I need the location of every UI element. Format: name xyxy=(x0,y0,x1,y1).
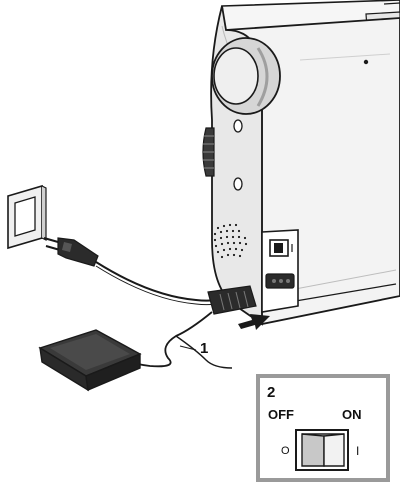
tension-dial-icon xyxy=(203,128,214,176)
switch-inset: 2 OFF ON O I xyxy=(258,376,388,480)
switch-on-symbol: I xyxy=(356,444,359,458)
handwheel-icon xyxy=(212,38,280,114)
wall-outlet-icon xyxy=(8,186,46,248)
callout-2-label: 2 xyxy=(267,384,275,401)
power-socket-icon[interactable] xyxy=(266,274,294,288)
power-switch-icon[interactable] xyxy=(270,240,292,256)
callout-1-label: 1 xyxy=(200,340,208,357)
switch-off-symbol: O xyxy=(281,445,290,457)
power-cord xyxy=(96,262,226,301)
sewing-machine-icon xyxy=(203,0,400,324)
switch-on-label: ON xyxy=(342,407,362,422)
foot-pedal-icon[interactable] xyxy=(40,330,140,390)
power-plug-icon[interactable] xyxy=(44,238,98,266)
switch-off-label: OFF xyxy=(268,407,294,422)
rocker-switch-icon[interactable] xyxy=(296,430,348,470)
